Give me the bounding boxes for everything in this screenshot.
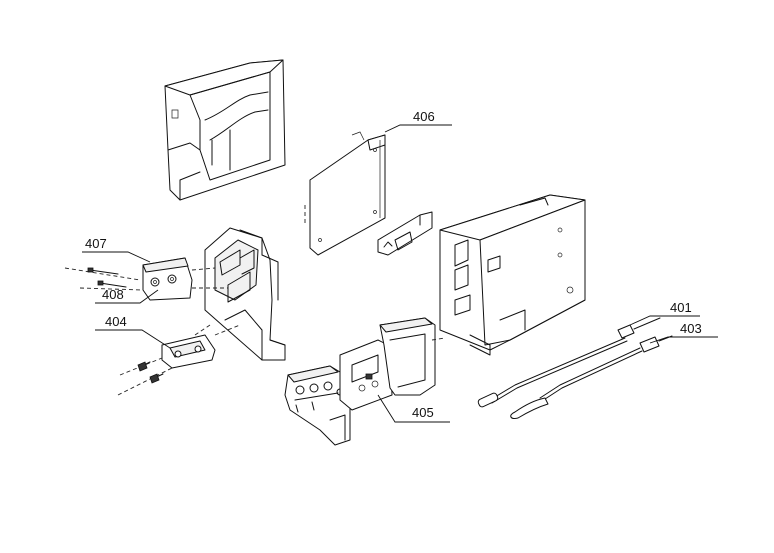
label-408: 408 <box>102 287 124 302</box>
bracket-part <box>377 211 433 256</box>
label-405: 405 <box>412 405 434 420</box>
temperature-sensor-401 <box>477 317 661 408</box>
screws-407 <box>64 267 143 291</box>
temperature-sensor-403 <box>510 335 673 419</box>
label-406: 406 <box>413 109 435 124</box>
front-panel <box>284 365 351 446</box>
display-board-405 <box>339 339 393 411</box>
screws-404 <box>117 357 173 396</box>
switch-housing <box>194 227 286 361</box>
display-holder <box>379 317 446 396</box>
terminal-block-407 <box>142 257 193 301</box>
duct-cover-part <box>164 59 286 201</box>
label-407: 407 <box>85 236 107 251</box>
leader-lines <box>82 124 718 423</box>
guide-line <box>191 267 216 271</box>
label-401: 401 <box>670 300 692 315</box>
label-404: 404 <box>105 314 127 329</box>
clamp-bracket-404 <box>161 324 241 369</box>
electrical-box <box>439 194 586 356</box>
pcb-board-406 <box>304 131 386 256</box>
label-403: 403 <box>680 321 702 336</box>
